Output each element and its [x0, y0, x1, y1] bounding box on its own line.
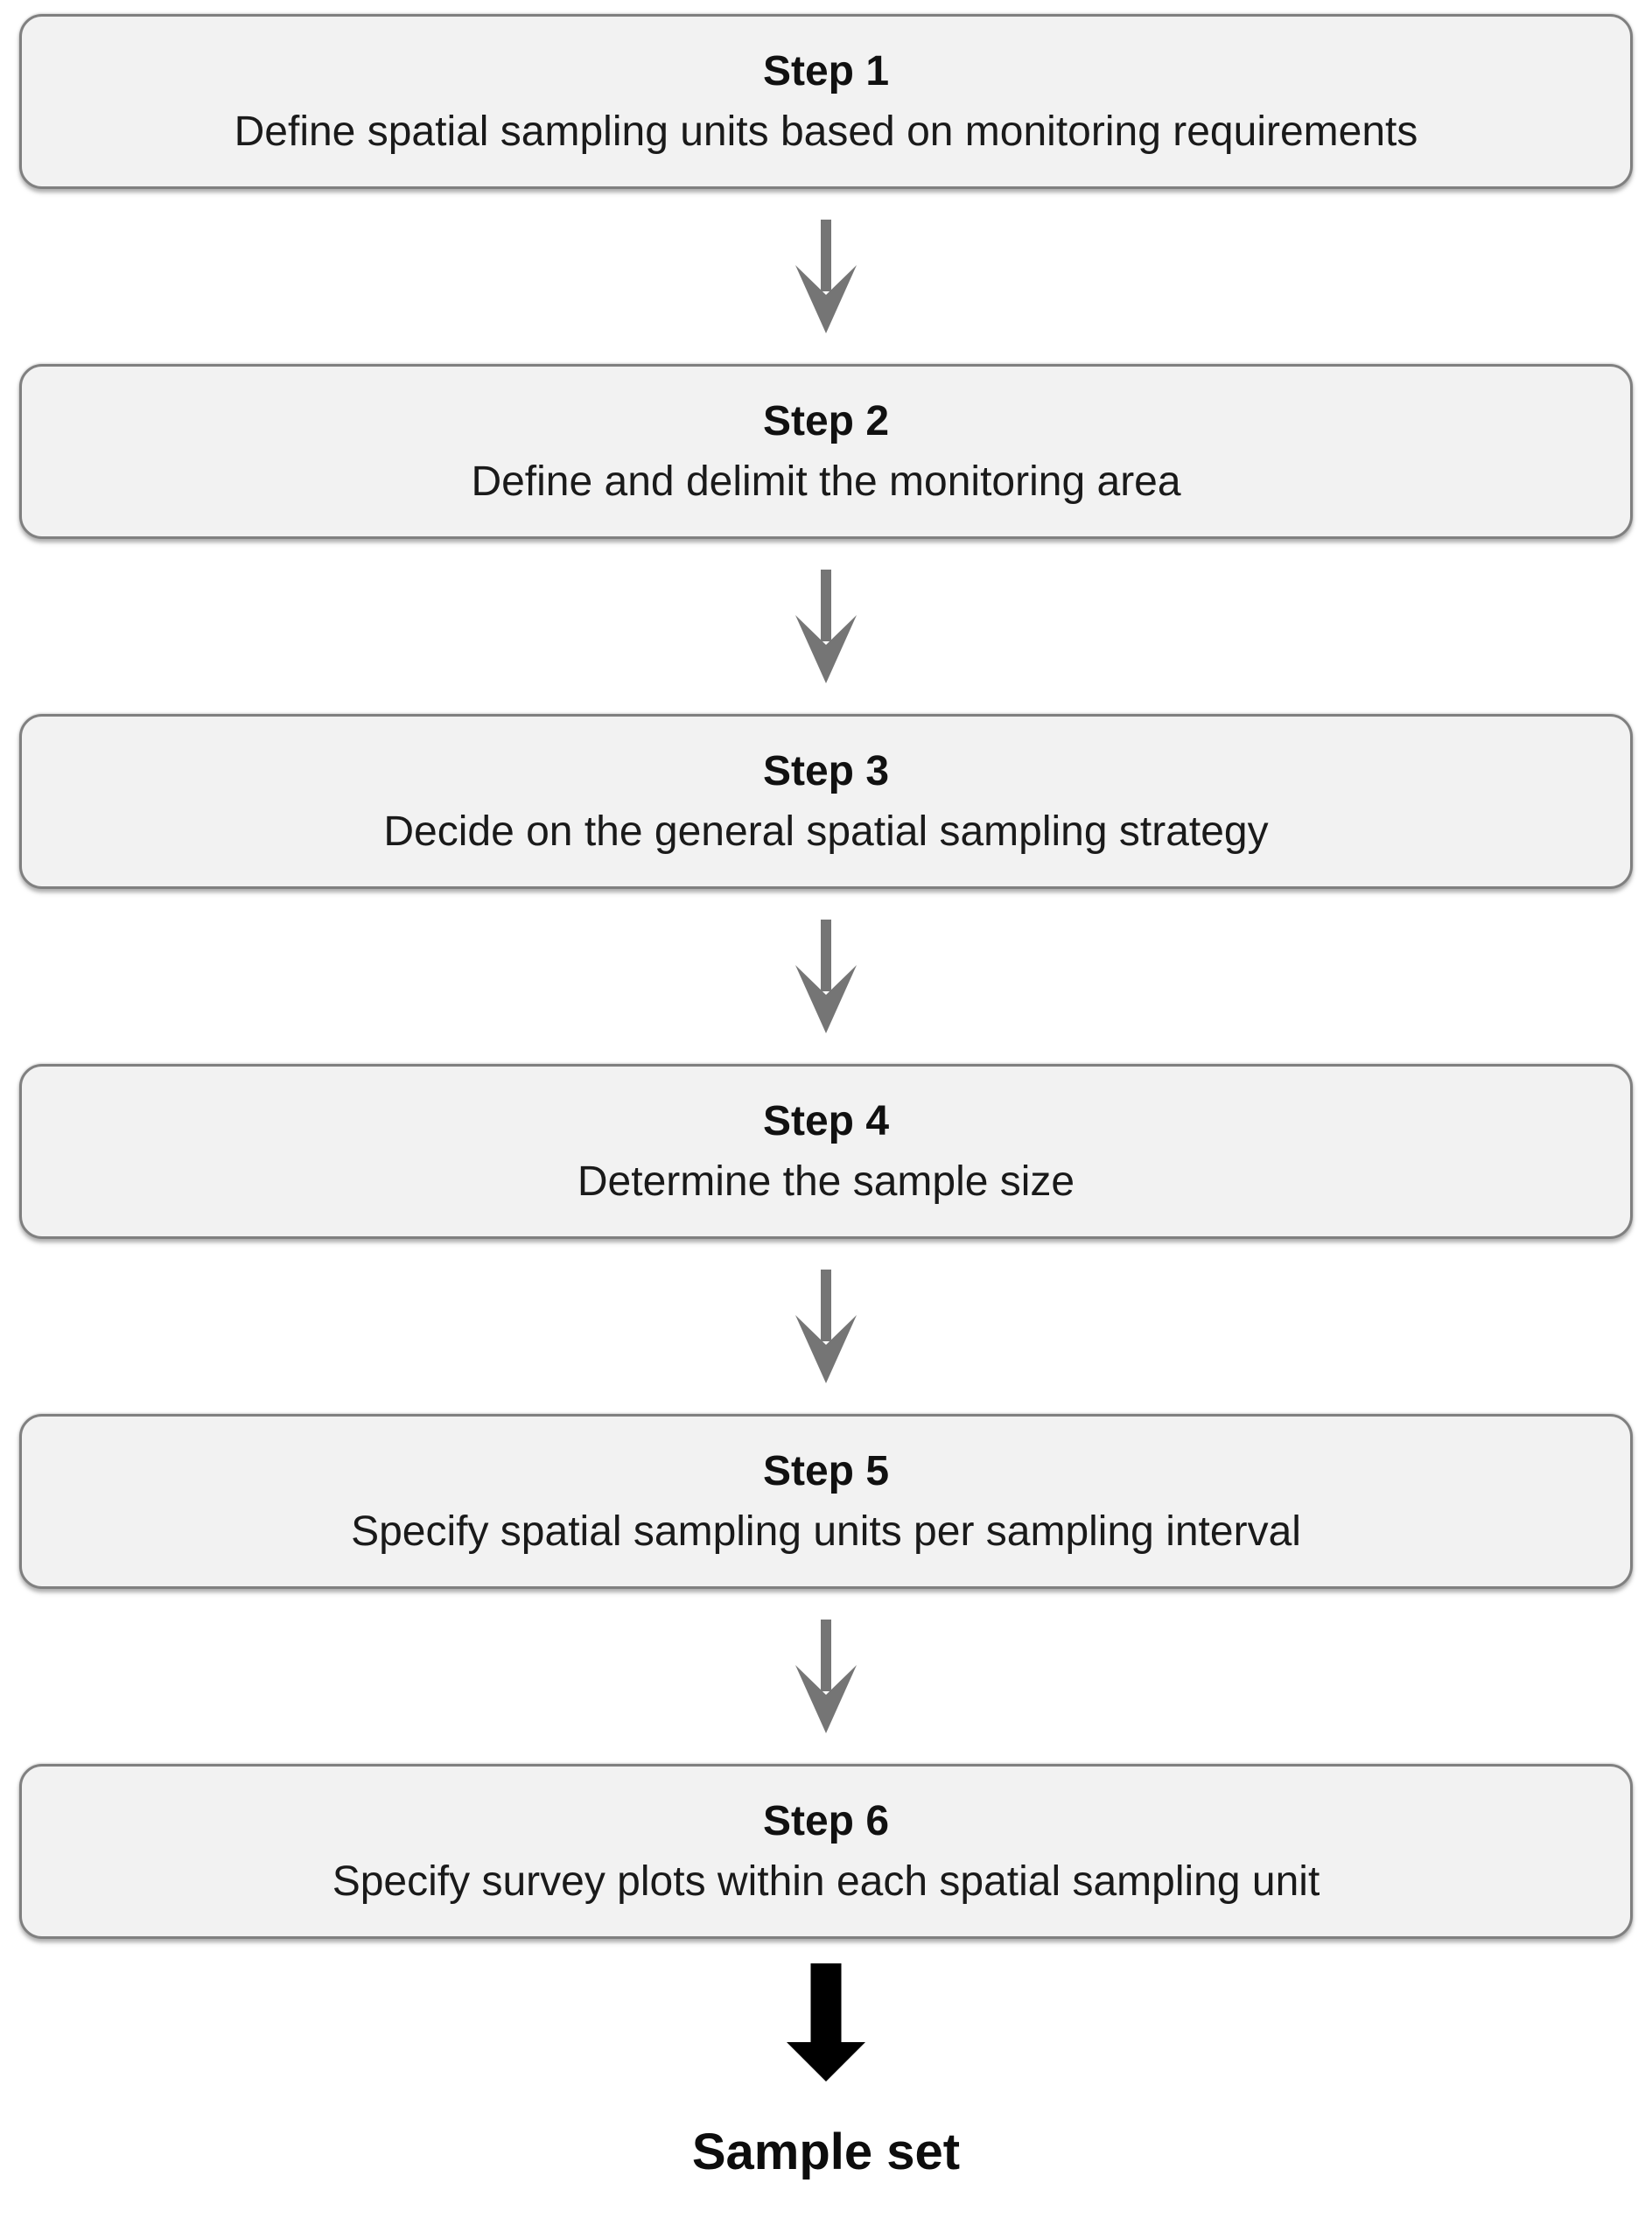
final-connector: [0, 1963, 1652, 2082]
connector-5: [0, 1589, 1652, 1764]
step-1-description: Define spatial sampling units based on m…: [234, 108, 1418, 155]
step-5-description: Specify spatial sampling units per sampl…: [351, 1508, 1301, 1555]
step-4-box: Step 4 Determine the sample size: [19, 1064, 1633, 1239]
step-3-title: Step 3: [762, 747, 890, 794]
step-3-description: Decide on the general spatial sampling s…: [383, 808, 1269, 855]
down-arrow-icon: [795, 920, 857, 1033]
step-4-description: Determine the sample size: [577, 1158, 1075, 1205]
connector-4: [0, 1239, 1652, 1414]
down-arrow-icon: [795, 1270, 857, 1383]
step-5-title: Step 5: [762, 1447, 890, 1494]
step-6-box: Step 6 Specify survey plots within each …: [19, 1764, 1633, 1939]
step-1-box: Step 1 Define spatial sampling units bas…: [19, 14, 1633, 189]
down-arrow-icon: [795, 1620, 857, 1733]
down-arrow-icon: [795, 570, 857, 683]
step-5-box: Step 5 Specify spatial sampling units pe…: [19, 1414, 1633, 1589]
step-1-title: Step 1: [762, 47, 890, 94]
step-4-title: Step 4: [762, 1097, 890, 1144]
connector-1: [0, 189, 1652, 364]
connector-2: [0, 539, 1652, 714]
step-6-title: Step 6: [762, 1797, 890, 1844]
step-2-description: Define and delimit the monitoring area: [471, 458, 1181, 505]
down-arrow-icon: [795, 220, 857, 333]
connector-3: [0, 889, 1652, 1064]
step-3-box: Step 3 Decide on the general spatial sam…: [19, 714, 1633, 889]
step-2-box: Step 2 Define and delimit the monitoring…: [19, 364, 1633, 539]
step-6-description: Specify survey plots within each spatial…: [332, 1858, 1320, 1905]
solid-black-down-arrow-icon: [787, 1963, 865, 2082]
sample-set-label: Sample set: [691, 2124, 961, 2180]
step-2-title: Step 2: [762, 397, 890, 444]
